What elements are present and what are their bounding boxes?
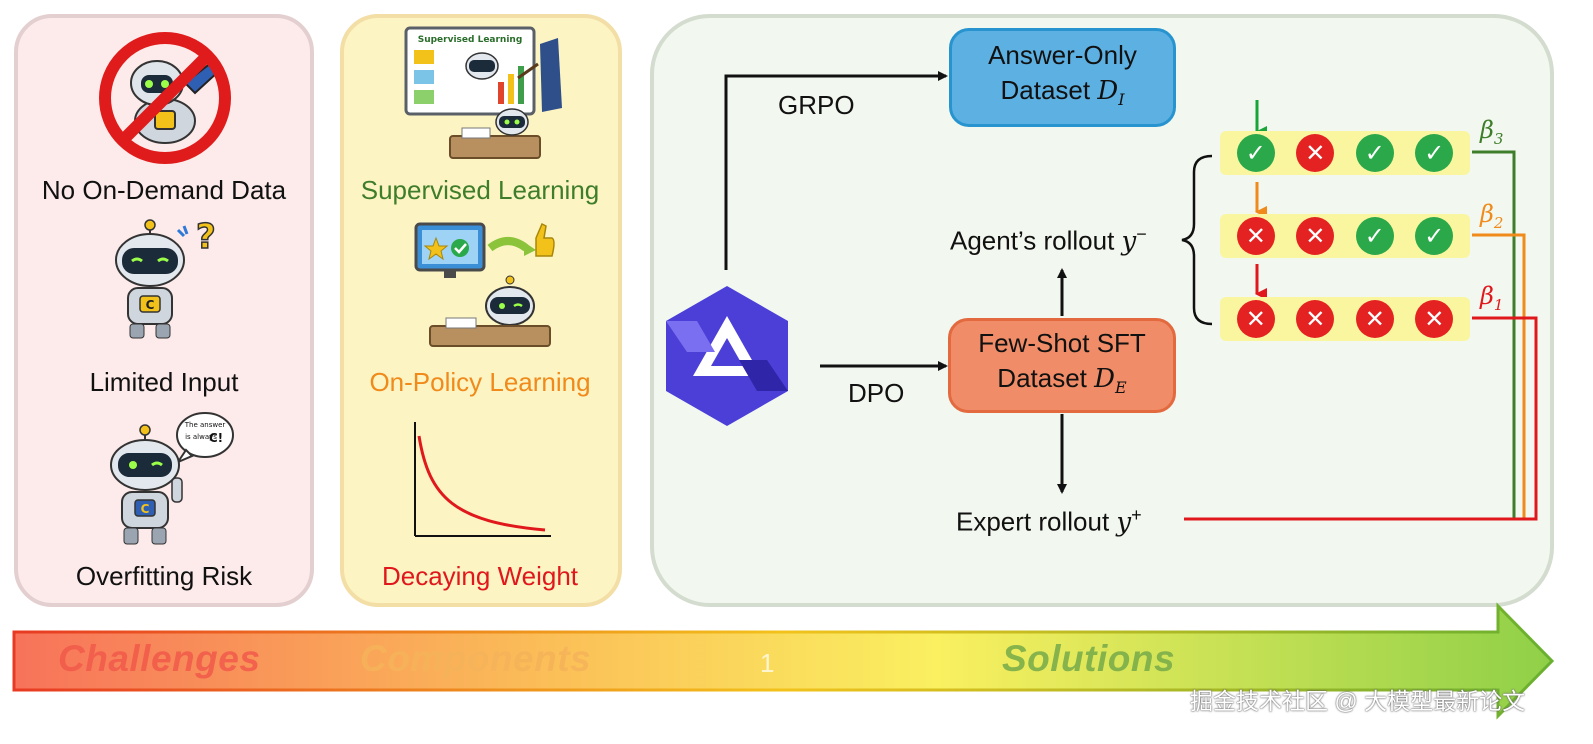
challenge-no-on-demand-data: No On-Demand Data xyxy=(41,175,287,205)
svg-text:C: C xyxy=(146,298,155,312)
few-shot-line2: Dataset DE xyxy=(997,362,1127,398)
check-icon: ✓ xyxy=(1355,134,1394,172)
dpo-label: DPO xyxy=(848,378,905,408)
beta1-label: β1 xyxy=(1480,282,1504,314)
answer-only-line2: Dataset DI xyxy=(1000,74,1125,110)
component-on-policy-learning: On-Policy Learning xyxy=(369,367,591,397)
overconfident-robot-icon: The answer is always C! C xyxy=(110,412,234,545)
challenge-overfitting-risk: Overfitting Risk xyxy=(75,561,253,591)
teacher-board-robot-icon: Supervised Learning xyxy=(404,26,562,159)
banner-challenges: Challenges xyxy=(58,638,261,679)
check-icon: ✓ xyxy=(1415,134,1454,172)
banner-solutions: Solutions xyxy=(1002,638,1176,679)
no-entry-robot-icon xyxy=(99,32,231,164)
footer-watermark: 掘金技术社区 @ 大模型最新论文 xyxy=(1190,688,1526,714)
cross-icon: ✕ xyxy=(1415,300,1454,338)
check-icon: ✓ xyxy=(1355,217,1394,255)
few-shot-sft-dataset-box: Few-Shot SFT Dataset DE xyxy=(948,318,1176,413)
rollout-row-beta1: ✕ ✕ ✕ ✕ xyxy=(1220,297,1470,341)
qwen-logo-icon xyxy=(666,286,788,426)
banner-center-digit: 1 xyxy=(760,648,775,678)
cross-icon: ✕ xyxy=(1236,300,1275,338)
cross-icon: ✕ xyxy=(1236,217,1275,255)
svg-text:C: C xyxy=(141,502,150,516)
svg-text:Supervised Learning: Supervised Learning xyxy=(418,35,523,45)
rollout-brace xyxy=(1181,154,1213,326)
agent-rollout-label: Agent’s rollout y− xyxy=(950,224,1147,257)
check-icon: ✓ xyxy=(1236,134,1275,172)
beta2-line xyxy=(1472,233,1526,519)
grpo-label: GRPO xyxy=(778,90,855,120)
beta2-label: β2 xyxy=(1480,200,1504,232)
cross-icon: ✕ xyxy=(1355,300,1394,338)
beta1-line xyxy=(1184,316,1538,521)
answer-only-line1: Answer-Only xyxy=(988,39,1137,70)
grpo-arrow xyxy=(724,71,948,270)
beta3-line xyxy=(1472,150,1516,519)
banner-components: Components xyxy=(360,638,592,679)
monitor-thumbs-up-robot-icon xyxy=(414,222,555,347)
svg-text:is always: is always xyxy=(185,433,217,441)
cross-icon: ✕ xyxy=(1296,134,1335,172)
component-supervised-learning: Supervised Learning xyxy=(360,175,600,205)
svg-text:The answer: The answer xyxy=(184,421,226,429)
confused-robot-icon: C ? xyxy=(115,218,216,339)
beta3-label: β3 xyxy=(1480,116,1504,148)
cross-icon: ✕ xyxy=(1296,217,1335,255)
expert-rollout-label: Expert rollout y+ xyxy=(956,505,1142,538)
challenge-limited-input: Limited Input xyxy=(89,367,239,397)
few-shot-line1: Few-Shot SFT xyxy=(978,327,1146,358)
rollout-row-beta2: ✕ ✕ ✓ ✓ xyxy=(1220,214,1470,258)
svg-text:C!: C! xyxy=(209,431,223,445)
progress-banner-arrow xyxy=(12,602,1555,720)
component-decaying-weight: Decaying Weight xyxy=(381,561,579,591)
answer-only-dataset-box: Answer-Only Dataset DI xyxy=(949,28,1176,127)
svg-text:?: ? xyxy=(196,218,216,257)
rollout-row-beta3: ✓ ✕ ✓ ✓ xyxy=(1220,131,1470,175)
cross-icon: ✕ xyxy=(1296,300,1335,338)
check-icon: ✓ xyxy=(1415,217,1454,255)
decay-curve-icon xyxy=(414,422,551,537)
